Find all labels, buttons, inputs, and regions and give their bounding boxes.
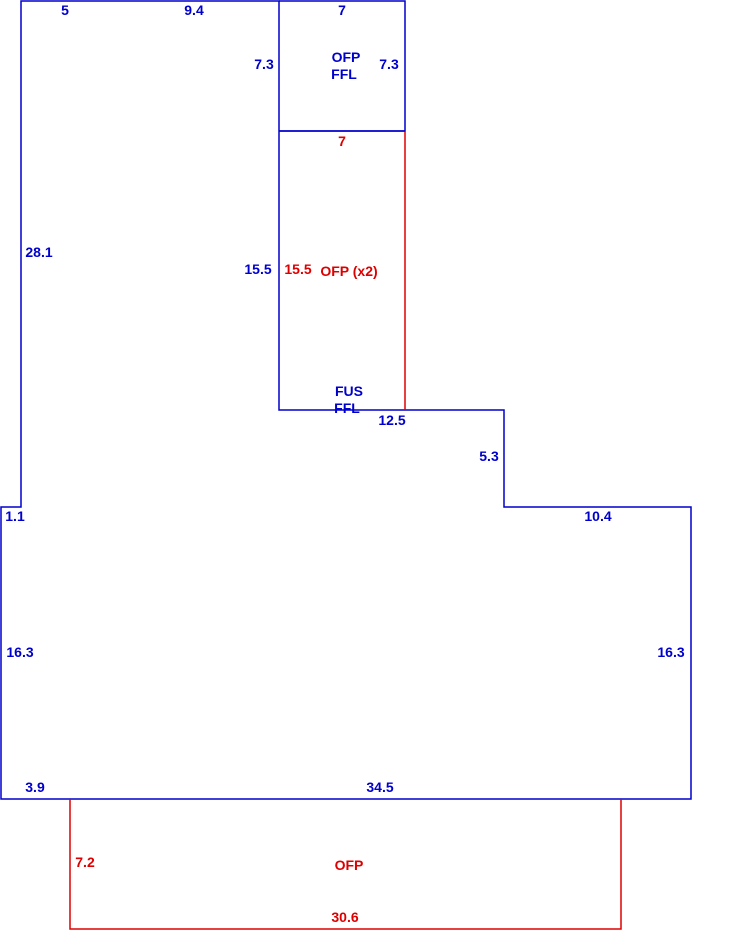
- bottom-porch-outline: [69, 799, 622, 930]
- dim-top-left-a: 5: [61, 2, 69, 18]
- bottom-porch-label: OFP: [335, 857, 364, 873]
- dim-mid-porch-top: 7: [338, 133, 346, 149]
- dim-top-porch-top: 7: [338, 2, 346, 18]
- dim-top-porch-left: 7.3: [254, 56, 274, 72]
- dim-step-right-vert: 5.3: [479, 448, 499, 464]
- dim-mid-porch-left-blue: 15.5: [244, 261, 271, 277]
- main-area-label-2: FFL: [334, 400, 360, 416]
- main-area-label-1: FUS: [335, 383, 363, 399]
- top-porch-label-2: FFL: [331, 66, 357, 82]
- top-porch-label-1: OFP: [332, 49, 361, 65]
- dim-right-top: 10.4: [584, 508, 611, 524]
- dim-bottom-porch-left: 7.2: [75, 854, 95, 870]
- dim-step-right-top: 12.5: [378, 412, 405, 428]
- dim-mid-porch-left-red: 15.5: [284, 261, 311, 277]
- main-area-outline: [0, 0, 692, 800]
- dim-right-lower: 16.3: [657, 644, 684, 660]
- dim-top-left-b: 9.4: [184, 2, 204, 18]
- dim-bottom-porch-bottom: 30.6: [331, 909, 358, 925]
- dim-left-lower: 16.3: [6, 644, 33, 660]
- dim-main-left-upper: 28.1: [25, 244, 52, 260]
- dim-left-jog: 1.1: [5, 508, 25, 524]
- middle-porch-label: OFP (x2): [320, 263, 377, 279]
- dim-bottom-left: 3.9: [25, 779, 45, 795]
- dim-bottom-main: 34.5: [366, 779, 393, 795]
- dim-top-porch-right: 7.3: [379, 56, 399, 72]
